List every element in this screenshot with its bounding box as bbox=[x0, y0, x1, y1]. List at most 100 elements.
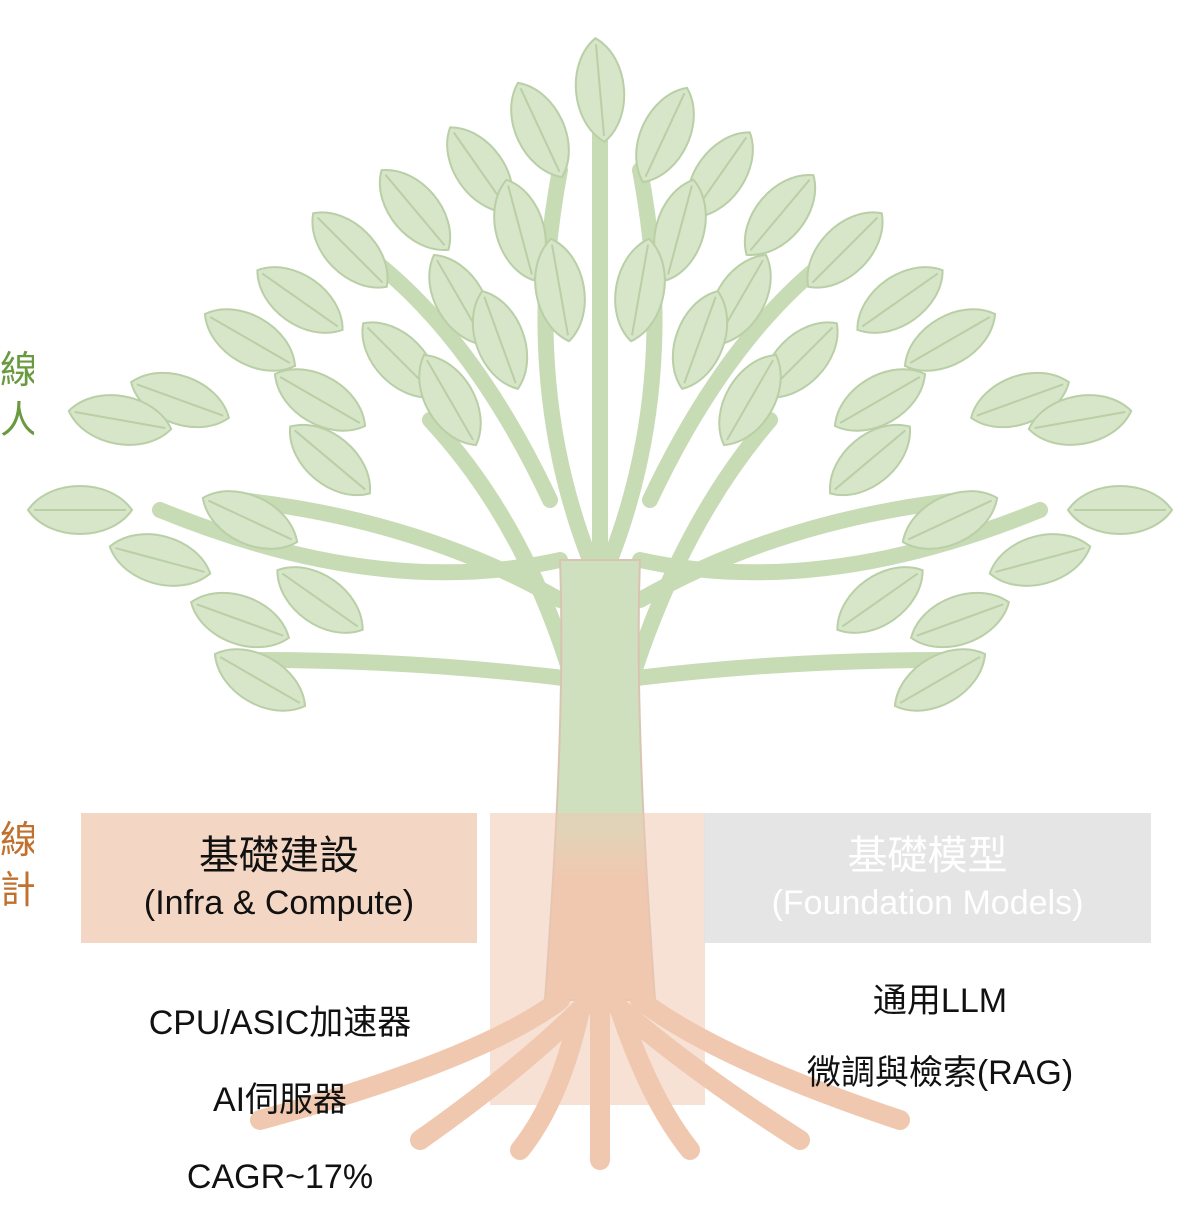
leaf-vein bbox=[519, 87, 561, 173]
leaf-vein bbox=[907, 499, 993, 541]
leaf bbox=[256, 266, 344, 334]
leaf-vein bbox=[136, 383, 224, 417]
leaf bbox=[273, 368, 367, 432]
leaf bbox=[276, 566, 364, 634]
leaf-vein bbox=[861, 272, 939, 328]
infra-compute-box: 基礎建設 (Infra & Compute) bbox=[81, 813, 477, 943]
leaf bbox=[418, 353, 482, 447]
leaf-vein bbox=[294, 429, 366, 491]
foundation-item: 通用LLM bbox=[872, 982, 1008, 1020]
leaf bbox=[671, 289, 729, 391]
leaf bbox=[510, 81, 570, 179]
leaf-vein bbox=[916, 603, 1004, 637]
branch bbox=[632, 502, 1048, 581]
leaf-vein bbox=[749, 179, 811, 251]
left-edge-char: 線 bbox=[0, 348, 34, 392]
leaf bbox=[534, 237, 586, 343]
leaf-vein bbox=[594, 44, 606, 136]
infra-item: CAGR~17% bbox=[186, 1158, 374, 1196]
branch bbox=[252, 652, 588, 688]
left-edge-label-orange: 線 計 bbox=[0, 815, 34, 915]
leaf-vein bbox=[115, 547, 205, 573]
root bbox=[600, 990, 810, 1150]
left-edge-char: 計 bbox=[0, 868, 34, 912]
leaf bbox=[108, 533, 212, 587]
leaf bbox=[653, 178, 707, 282]
root bbox=[410, 990, 600, 1150]
left-edge-char: 人 bbox=[0, 398, 34, 442]
leaf bbox=[856, 266, 944, 334]
leaf bbox=[203, 308, 297, 372]
leaf bbox=[26, 485, 134, 535]
leaf bbox=[903, 308, 997, 372]
infra-box-title: 基礎建設 bbox=[199, 833, 359, 879]
leaf-vein bbox=[811, 216, 879, 284]
leaf-vein bbox=[667, 185, 693, 275]
branch bbox=[602, 162, 663, 568]
root bbox=[630, 990, 910, 1130]
branch bbox=[152, 502, 568, 581]
leaf bbox=[67, 394, 173, 446]
root bbox=[610, 1000, 700, 1160]
leaf bbox=[1066, 485, 1174, 535]
branch bbox=[632, 492, 968, 608]
leaf bbox=[493, 178, 547, 282]
leaf-vein bbox=[839, 376, 921, 424]
leaf-vein bbox=[426, 359, 474, 441]
infra-item: AI伺服器 bbox=[212, 1081, 348, 1119]
leaf bbox=[213, 648, 307, 712]
leaf-vein bbox=[196, 603, 284, 637]
leaf-vein bbox=[261, 272, 339, 328]
leaf bbox=[893, 648, 987, 712]
leaf-vein bbox=[899, 656, 981, 704]
leaf bbox=[806, 211, 884, 289]
leaf-vein bbox=[551, 244, 569, 336]
leaf-vein bbox=[507, 185, 533, 275]
leaf-vein bbox=[1034, 411, 1126, 429]
leaf-vein bbox=[726, 359, 774, 441]
foundation-models-box: 基礎模型 (Foundation Models) bbox=[704, 813, 1151, 943]
branch bbox=[612, 652, 948, 688]
leaf-vein bbox=[995, 547, 1085, 573]
leaf bbox=[378, 169, 452, 251]
foundation-item: 微調與檢索(RAG) bbox=[806, 1054, 1074, 1092]
left-edge-label-green: 線 人 bbox=[0, 345, 34, 445]
leaf bbox=[574, 36, 626, 144]
leaf-vein bbox=[207, 499, 293, 541]
leaf bbox=[718, 353, 782, 447]
branch bbox=[232, 492, 568, 608]
leaf-vein bbox=[683, 296, 717, 384]
leaf bbox=[836, 566, 924, 634]
leaf-vein bbox=[483, 296, 517, 384]
root bbox=[510, 1000, 590, 1160]
leaf-vein bbox=[834, 429, 906, 491]
leaf bbox=[829, 423, 911, 497]
root bbox=[250, 990, 570, 1130]
leaf bbox=[743, 174, 817, 256]
leaf-vein bbox=[841, 572, 919, 628]
leaf bbox=[833, 368, 927, 432]
infra-items-list: CPU/ASIC加速器 AI伺服器 CAGR~17% bbox=[80, 985, 480, 1216]
leaf bbox=[201, 490, 299, 550]
leaf-vein bbox=[644, 92, 686, 178]
leaf bbox=[901, 490, 999, 550]
tree-roots bbox=[250, 990, 910, 1170]
leaf-vein bbox=[279, 376, 361, 424]
leaf-vein bbox=[976, 383, 1064, 417]
leaf bbox=[1027, 394, 1133, 446]
infra-box-subtitle: (Infra & Compute) bbox=[143, 884, 415, 922]
leaf bbox=[614, 237, 666, 343]
leaf bbox=[909, 591, 1011, 649]
left-edge-char: 線 bbox=[0, 818, 34, 862]
leaf bbox=[471, 289, 529, 391]
leaf-vein bbox=[281, 572, 359, 628]
leaf bbox=[635, 86, 695, 184]
leaf-vein bbox=[74, 411, 166, 429]
leaf bbox=[189, 591, 291, 649]
tree-illustration bbox=[26, 36, 1174, 1170]
foundation-items-list: 通用LLM 微調與檢索(RAG) bbox=[750, 965, 1130, 1109]
leaf-vein bbox=[909, 316, 991, 364]
leaf-vein bbox=[316, 216, 384, 284]
leaf bbox=[311, 211, 389, 289]
infra-item: CPU/ASIC加速器 bbox=[148, 1004, 412, 1042]
